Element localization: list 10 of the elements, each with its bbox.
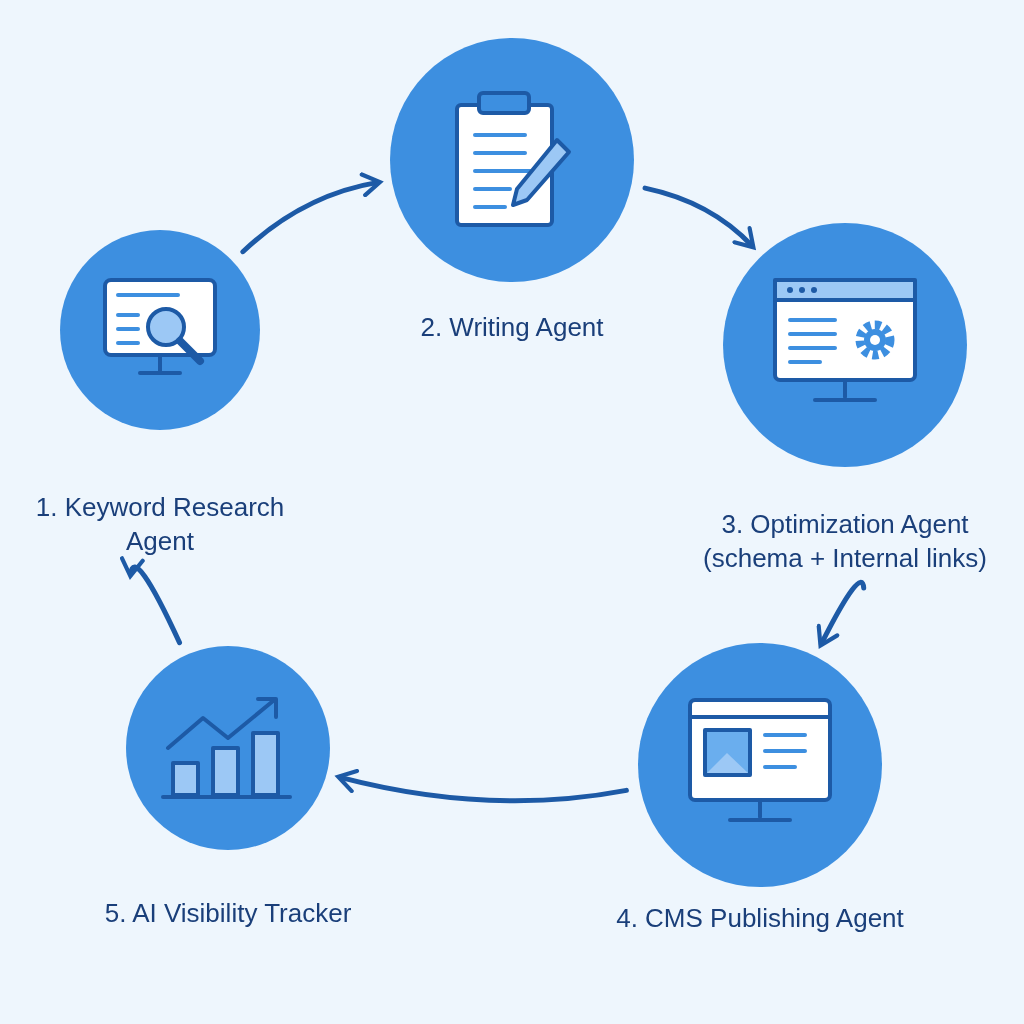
agent-label: 5. AI Visibility Tracker bbox=[104, 897, 352, 930]
curved-arrow bbox=[642, 185, 756, 250]
agent-label: 2. Writing Agent bbox=[420, 311, 604, 344]
agent-label: 1. Keyword Research Agent bbox=[35, 491, 285, 558]
curved-arrow bbox=[240, 172, 382, 255]
agent-label: 3. Optimization Agent (schema + Internal links) bbox=[702, 508, 988, 575]
curved-arrow bbox=[816, 579, 867, 648]
curved-arrow bbox=[121, 555, 183, 646]
agent-label: 4. CMS Publishing Agent bbox=[616, 902, 904, 935]
curved-arrow bbox=[336, 768, 629, 804]
